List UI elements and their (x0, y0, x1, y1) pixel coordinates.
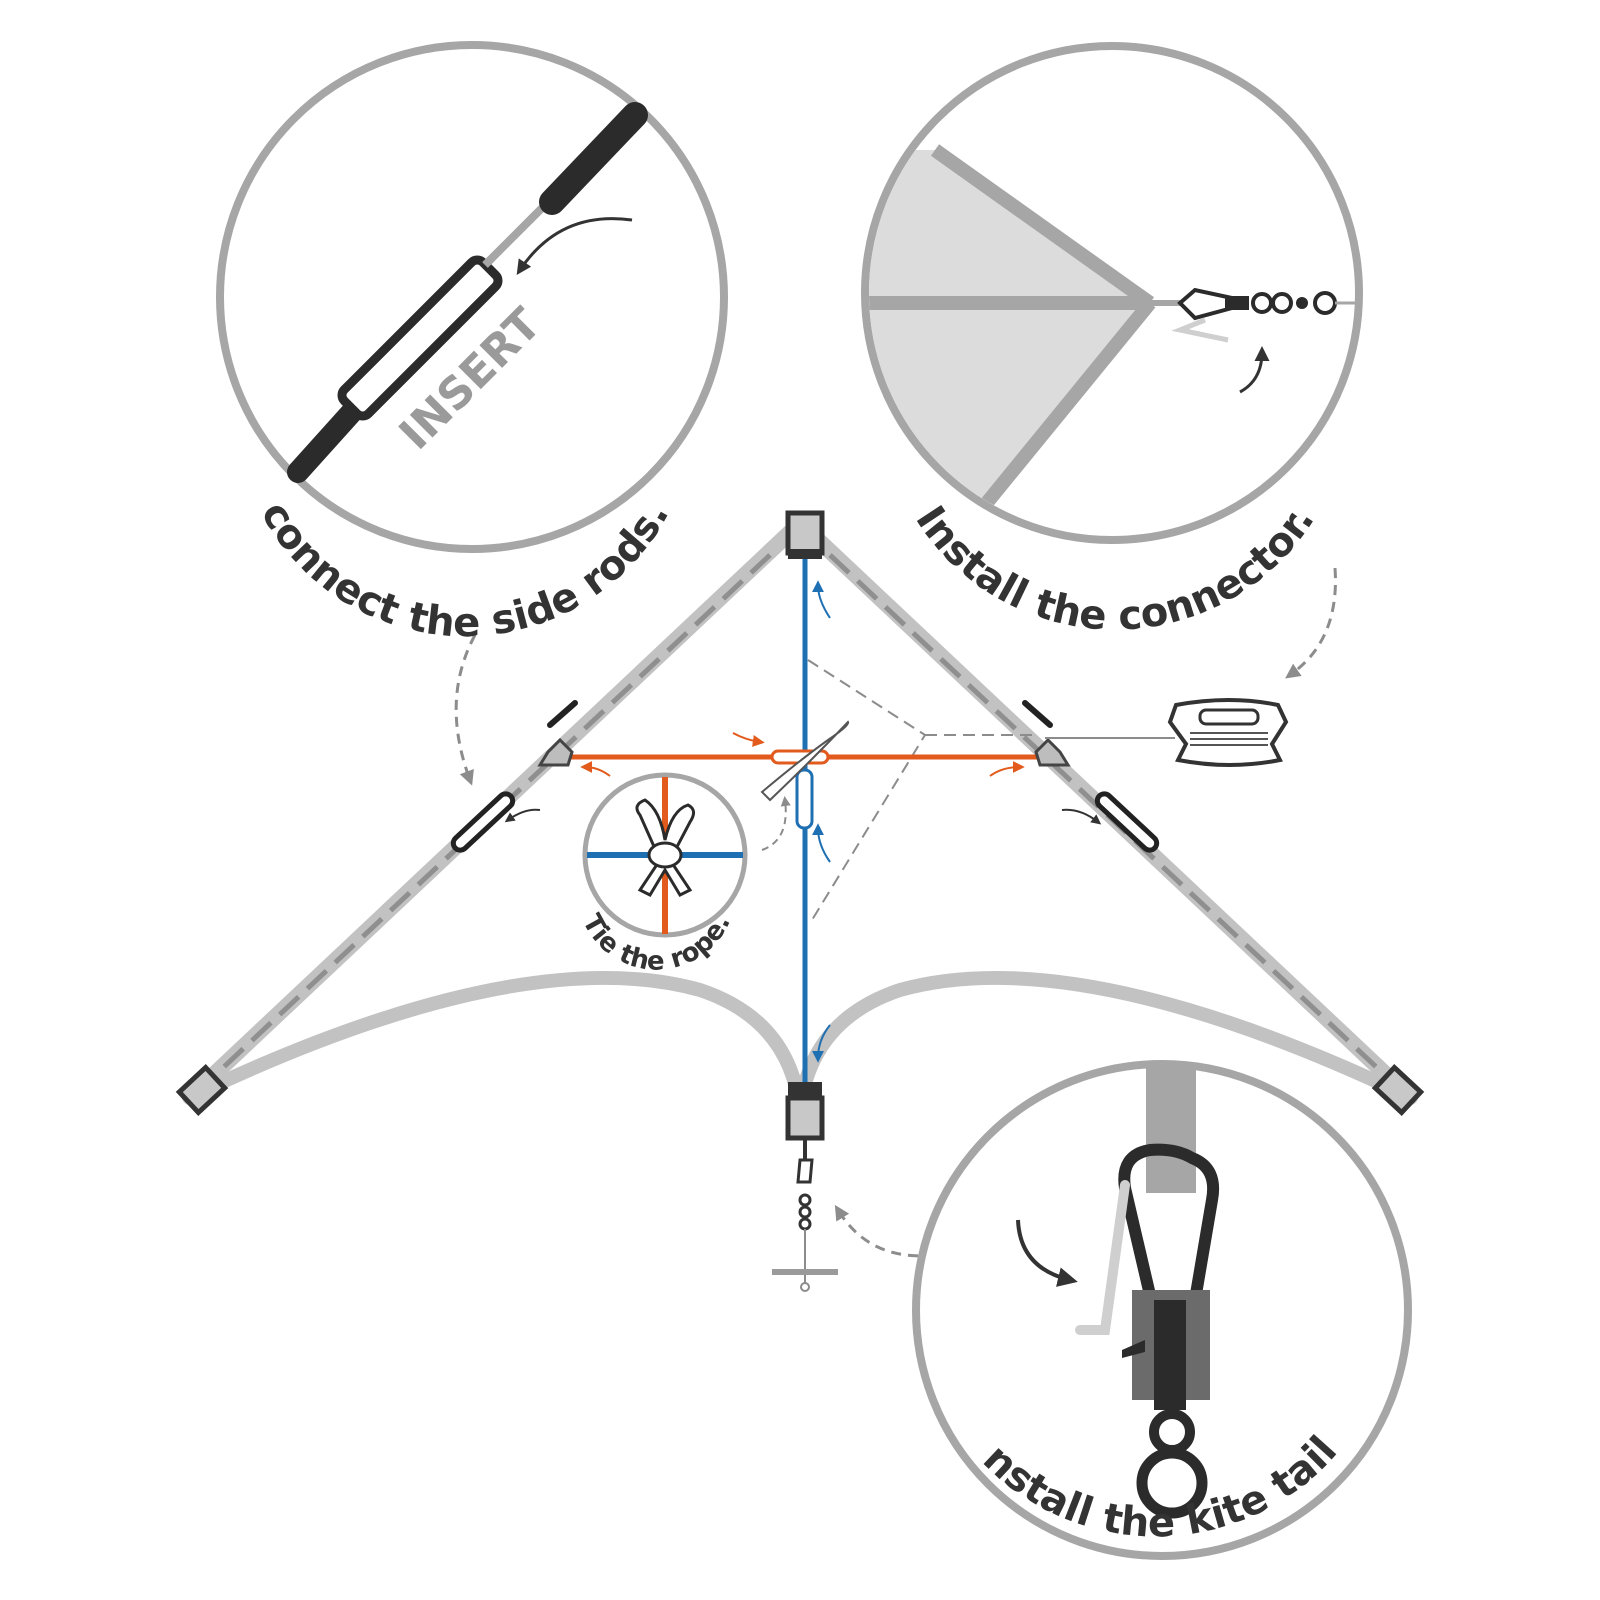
guide-arrow-rope (761, 796, 791, 851)
bottom-end-cap (785, 1095, 825, 1141)
spar-arrow-left (580, 761, 611, 777)
guide-arrow-rods (454, 634, 477, 786)
insert-arrow (516, 217, 633, 275)
rod-upper-black (539, 102, 648, 215)
left-sleeve-arrow (504, 808, 541, 823)
rod-lower-black (287, 401, 363, 483)
center-rope-knot (760, 720, 850, 802)
sail-bottom-edge (979, 298, 1156, 510)
detail-tie-rope (582, 772, 748, 938)
knot-icon (635, 798, 695, 897)
kite-tail (769, 1269, 841, 1580)
spine-arrow-bottom (812, 1024, 831, 1063)
detail-install-connector (861, 42, 1363, 544)
left-rod-end (547, 700, 578, 728)
left-trailing-edge (183, 970, 807, 1117)
line-winder-icon (1167, 698, 1289, 767)
detail-install-tail (912, 1060, 1412, 1560)
left-rod-sleeve (450, 791, 516, 853)
swivel-latch (1122, 1340, 1145, 1358)
swivel-core (1154, 1300, 1186, 1410)
spine-arrow-middle (812, 823, 831, 863)
detail-connect-side-rods: INSERT (216, 41, 728, 553)
bottom-end-cap-band (788, 1082, 822, 1096)
rod-thin-gray (482, 202, 548, 268)
tail-swivel-clip (796, 1138, 814, 1292)
bridle-line (807, 659, 927, 921)
left-wingtip-cap (175, 1063, 229, 1117)
sail-fill (869, 150, 1145, 510)
swivel-ring-upper (1149, 1409, 1195, 1455)
top-end-cap-band (788, 549, 822, 559)
tail-attach-arrow (1016, 1219, 1078, 1287)
left-spar-connector (537, 737, 574, 767)
spar-arrow-right (989, 761, 1025, 777)
right-sleeve-arrow (1061, 808, 1102, 825)
kite-frame (175, 510, 1425, 1580)
right-rod-end (1022, 700, 1053, 728)
right-trailing-edge (793, 970, 1417, 1117)
sail-top-edge (930, 144, 1155, 309)
spine-connector-sleeve (795, 768, 814, 830)
spar-arrow-center (732, 732, 765, 747)
top-end-cap (785, 510, 825, 556)
spine-arrow-top (812, 580, 831, 619)
rod-ferrule (337, 255, 503, 421)
guide-arrow-connector (1285, 567, 1337, 679)
connector-arrow (1239, 346, 1270, 394)
open-gate (1075, 1180, 1130, 1335)
right-wingtip-cap (1371, 1063, 1425, 1117)
right-rod-sleeve (1094, 791, 1160, 853)
swivel-connector (1150, 287, 1362, 343)
swivel-ring-lower (1136, 1447, 1208, 1519)
guide-arrow-tail (834, 1204, 936, 1258)
carabiner-hook (1118, 1143, 1219, 1302)
tail-strip (1146, 1068, 1196, 1193)
right-spar-connector (1034, 737, 1071, 767)
